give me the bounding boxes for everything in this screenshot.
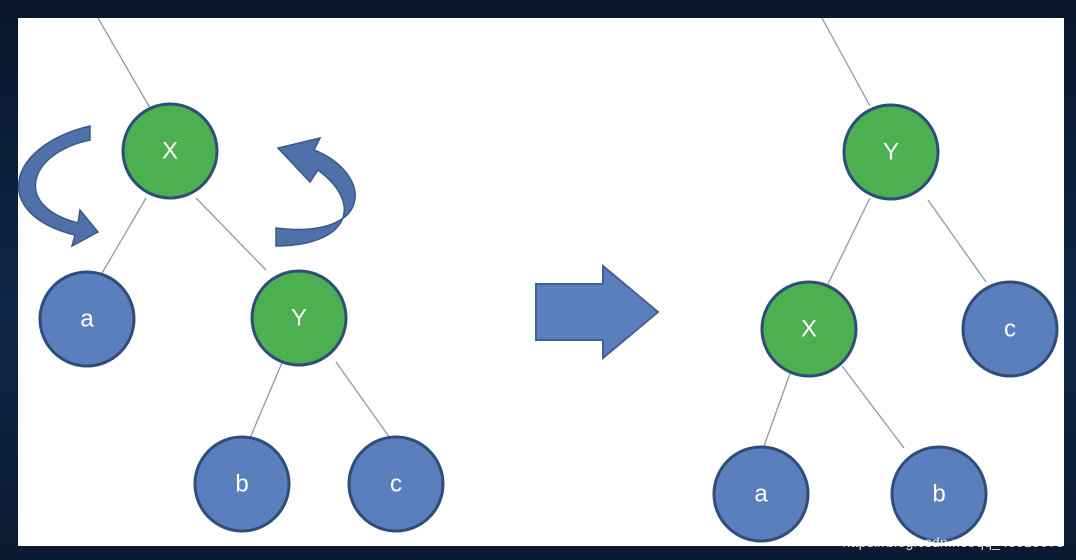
node-b-after-label: b (932, 481, 945, 508)
node-b: b (193, 435, 291, 533)
edge-x-to-y (195, 197, 267, 271)
edge-x-to-a (97, 197, 147, 281)
tree-after: Y X c a b (712, 18, 1059, 543)
watermark-text: https://blog.csdn.net/qq_45915073 (842, 534, 1064, 550)
edge-y-to-b (249, 357, 285, 439)
node-x-after: X (760, 280, 858, 378)
rotation-diagram: X a Y b c (18, 18, 1059, 543)
node-b-label: b (235, 471, 248, 498)
node-x-label: X (162, 138, 178, 165)
transform-arrow-icon (535, 263, 660, 361)
node-y-label: Y (291, 305, 307, 332)
node-c-after-label: c (1004, 316, 1016, 343)
node-a: a (38, 270, 136, 368)
rotate-right-arrow-icon (275, 136, 356, 247)
node-a-after-label: a (754, 481, 768, 508)
edge-x-to-a-after (763, 367, 793, 447)
node-a-label: a (80, 306, 94, 333)
node-c-after: c (961, 280, 1059, 378)
tree-before: X a Y b c (18, 18, 445, 533)
node-a-after: a (712, 445, 810, 543)
node-y-after: Y (842, 103, 940, 201)
node-c: c (347, 435, 445, 533)
node-b-after: b (890, 445, 988, 543)
node-y: Y (250, 269, 348, 367)
edge-x-to-b-after (841, 365, 905, 449)
edge-y-to-x (825, 197, 871, 289)
node-x: X (121, 102, 219, 200)
edge-parent-to-y (821, 18, 871, 107)
edge-parent-to-x (97, 18, 151, 109)
node-c-label: c (390, 471, 402, 498)
node-y-after-label: Y (883, 139, 899, 166)
edge-y-to-c (335, 361, 391, 439)
node-x-after-label: X (801, 316, 817, 343)
slide-canvas: X a Y b c (18, 18, 1064, 546)
edge-y-to-c-after (927, 199, 987, 283)
rotate-left-arrow-icon (18, 125, 100, 248)
